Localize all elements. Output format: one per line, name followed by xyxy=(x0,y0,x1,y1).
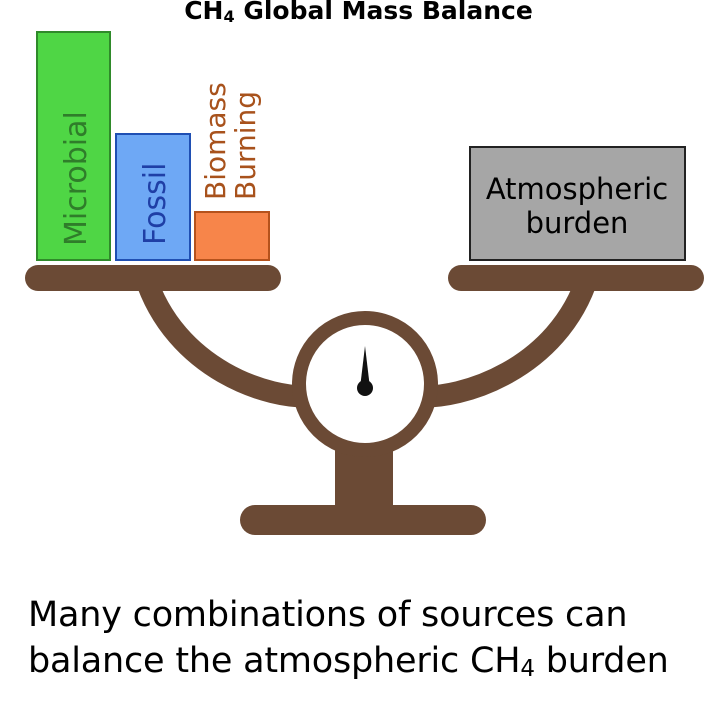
title-subscript: 4 xyxy=(223,7,235,26)
diagram-title: CH4 Global Mass Balance xyxy=(0,0,717,26)
title-prefix: CH xyxy=(184,0,224,25)
biomass-label-line1: Biomass xyxy=(199,82,232,200)
caption-line2-prefix: balance the atmospheric CH xyxy=(28,641,521,681)
title-suffix: Global Mass Balance xyxy=(234,0,533,25)
burden-label-line1: Atmospheric xyxy=(486,172,668,206)
microbial-block xyxy=(36,31,111,261)
caption-line2-subscript: 4 xyxy=(520,656,535,682)
caption: Many combinations of sources can balance… xyxy=(28,592,717,692)
burden-label-line2: burden xyxy=(526,206,629,240)
fossil-label: Fossil xyxy=(138,163,173,245)
microbial-label: Microbial xyxy=(59,111,94,246)
right-arm xyxy=(407,265,599,408)
gauge-needle-hub xyxy=(357,380,373,396)
biomass-burning-block xyxy=(194,211,270,261)
left-pan xyxy=(25,265,281,291)
scale-base xyxy=(240,505,486,535)
fossil-block xyxy=(115,133,191,261)
biomass-label-line2: Burning xyxy=(229,91,262,200)
caption-line1: Many combinations of sources can xyxy=(28,595,628,635)
atmospheric-burden-block xyxy=(469,146,686,261)
gauge-needle xyxy=(360,346,370,388)
caption-line2: balance the atmospheric CH4 burden xyxy=(28,638,717,692)
right-pan xyxy=(448,265,704,291)
balance-scale-diagram: Microbial Fossil Biomass Burning Atmosph… xyxy=(25,31,704,535)
caption-line2-suffix: burden xyxy=(534,641,669,681)
left-arm xyxy=(134,265,323,408)
